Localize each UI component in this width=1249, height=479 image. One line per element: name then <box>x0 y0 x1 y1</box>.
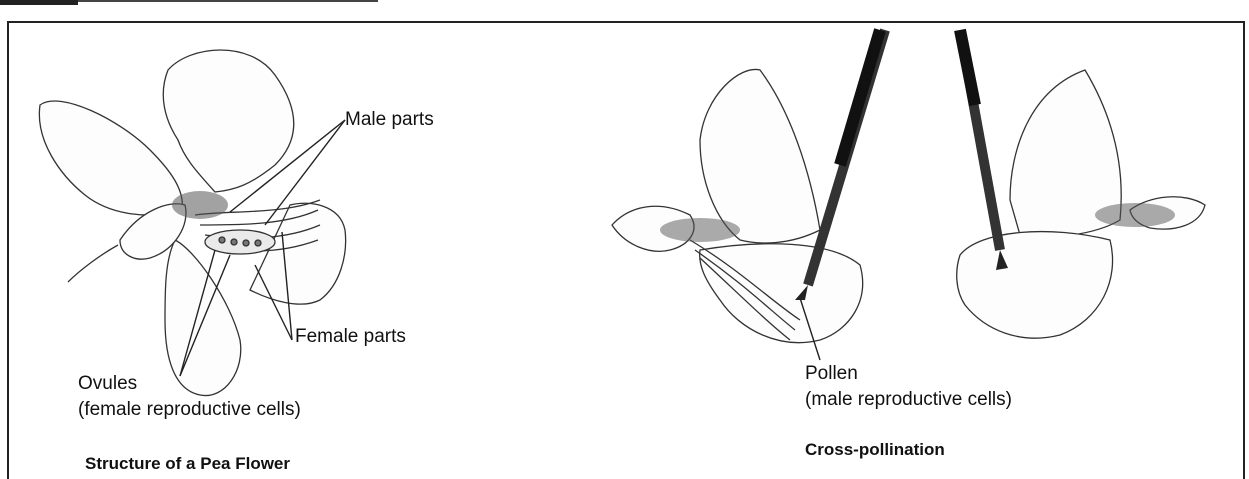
standard-petal <box>163 50 293 192</box>
flower-stem <box>68 245 118 282</box>
brush-right <box>960 30 1008 270</box>
pollen-note-label: (male reproductive cells) <box>805 388 1012 412</box>
ovules-note-label: (female reproductive cells) <box>78 398 301 422</box>
female-parts-label: Female parts <box>295 325 406 349</box>
donor-standard-petal <box>700 69 820 243</box>
flower-center-shade <box>172 191 228 219</box>
left-wing-petal <box>39 101 182 215</box>
ovules-label: Ovules <box>78 372 137 396</box>
left-figure-caption: Structure of a Pea Flower <box>85 454 290 474</box>
right-figure-caption: Cross-pollination <box>805 440 945 460</box>
recipient-lower-petal <box>957 232 1113 339</box>
recipient-shade <box>1095 203 1175 227</box>
right-wing-petal <box>250 203 346 304</box>
keel-petal <box>165 240 241 396</box>
donor-shade <box>660 218 740 242</box>
male-parts-label: Male parts <box>345 108 434 132</box>
donor-flower-illustration <box>612 69 863 342</box>
donor-lower-petal <box>700 244 863 343</box>
pollen-label: Pollen <box>805 362 858 386</box>
